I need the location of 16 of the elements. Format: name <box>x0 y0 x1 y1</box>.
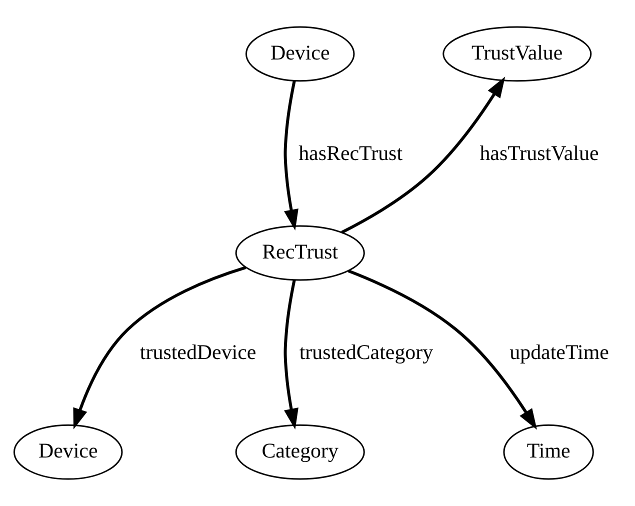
edge-label: updateTime <box>510 340 609 364</box>
arrow <box>73 266 246 430</box>
node-ellipse: Device <box>13 424 123 480</box>
node-ellipse: Time <box>503 424 594 480</box>
arrow <box>348 270 537 430</box>
edge-label: trustedCategory <box>299 340 434 364</box>
node-ellipse: RecTrust <box>235 225 365 281</box>
arrow <box>284 280 298 430</box>
arrow <box>341 76 506 234</box>
arrow <box>284 80 298 230</box>
edge-label: trustedDevice <box>140 340 256 364</box>
node-ellipse: Category <box>235 424 365 480</box>
edge-label: hasRecTrust <box>298 140 403 165</box>
node-ellipse: Device <box>245 26 355 82</box>
node-ellipse: TrustValue <box>442 26 592 82</box>
edge-label: hasTrustValue <box>480 140 599 165</box>
